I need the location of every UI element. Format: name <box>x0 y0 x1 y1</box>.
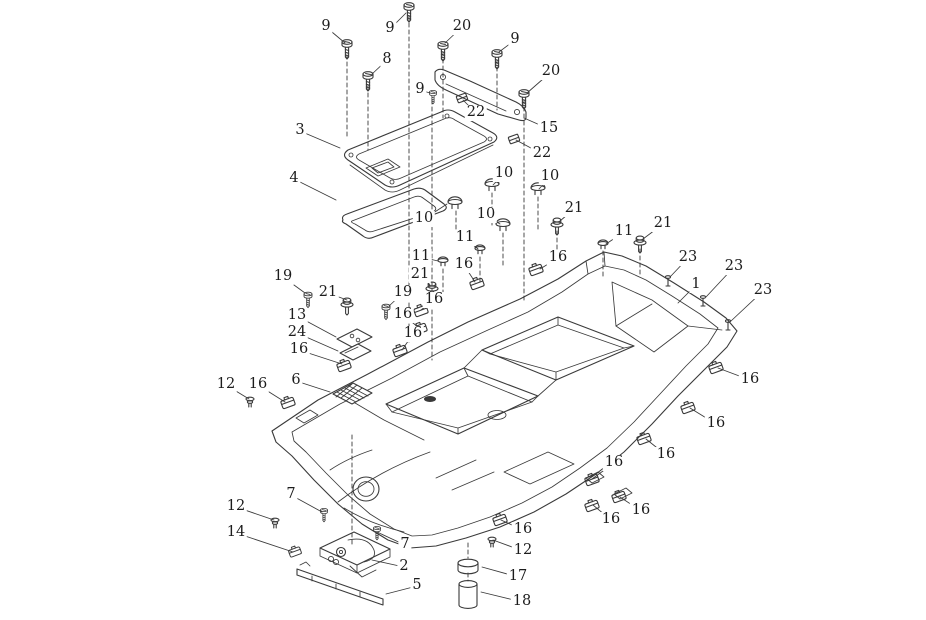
callout-label-24-34: 24 <box>285 324 309 341</box>
callout-label-9-0: 9 <box>319 18 333 35</box>
callout-label-9-6: 9 <box>413 81 427 98</box>
callout-label-9-1: 9 <box>383 20 397 37</box>
callout-label-16-41: 16 <box>704 415 728 432</box>
callout-label-18-55: 18 <box>510 593 534 610</box>
rail-part <box>296 561 384 606</box>
plate-parts <box>336 328 373 361</box>
callout-label-8-4: 8 <box>380 51 394 68</box>
lid-part <box>343 109 498 193</box>
callout-label-16-35: 16 <box>401 325 425 342</box>
callout-label-10-13: 10 <box>538 168 562 185</box>
callout-label-20-2: 20 <box>450 18 474 35</box>
callout-label-21-14: 21 <box>562 200 586 217</box>
mesh-part <box>332 382 373 405</box>
callout-label-22-7: 22 <box>464 104 488 121</box>
callout-label-23-24: 23 <box>676 249 700 266</box>
callout-label-21-23: 21 <box>408 266 432 283</box>
callout-label-9-3: 9 <box>508 31 522 48</box>
callout-label-10-16: 10 <box>474 206 498 223</box>
callout-label-19-30: 19 <box>391 284 415 301</box>
cup-parts <box>457 558 479 609</box>
callout-label-16-45: 16 <box>599 511 623 528</box>
callout-label-11-18: 11 <box>409 248 433 265</box>
callout-label-1-26: 1 <box>689 276 703 293</box>
callout-label-20-5: 20 <box>539 63 563 80</box>
callout-label-16-31: 16 <box>422 291 446 308</box>
callout-label-6-37: 6 <box>289 372 303 389</box>
latch-part <box>319 531 391 578</box>
callout-label-5-53: 5 <box>410 577 424 594</box>
callout-label-22-10: 22 <box>530 145 554 162</box>
callout-label-12-47: 12 <box>224 498 248 515</box>
callout-label-13-32: 13 <box>285 307 309 324</box>
callout-leader <box>299 130 341 149</box>
callout-label-16-36: 16 <box>287 341 311 358</box>
callout-label-23-27: 23 <box>751 282 775 299</box>
main-body-part <box>271 251 738 549</box>
callout-label-19-28: 19 <box>271 268 295 285</box>
callout-label-3-9: 3 <box>293 122 307 139</box>
callout-label-12-38: 12 <box>214 376 238 393</box>
callout-label-16-40: 16 <box>738 371 762 388</box>
callout-label-16-21: 16 <box>546 249 570 266</box>
bracket-part <box>434 68 527 122</box>
callout-label-16-22: 16 <box>452 256 476 273</box>
callout-label-7-46: 7 <box>284 486 298 503</box>
callout-label-21-20: 21 <box>651 215 675 232</box>
callout-label-4-11: 4 <box>287 170 301 187</box>
callout-label-12-52: 12 <box>511 542 535 559</box>
callout-label-10-12: 10 <box>492 165 516 182</box>
callout-label-16-42: 16 <box>654 446 678 463</box>
callout-label-2-50: 2 <box>397 558 411 575</box>
callout-label-14-48: 14 <box>224 524 248 541</box>
callout-label-15-8: 15 <box>537 120 561 137</box>
callout-label-16-33: 16 <box>391 306 415 323</box>
callout-label-23-25: 23 <box>722 258 746 275</box>
callout-label-7-49: 7 <box>398 536 412 553</box>
callout-label-16-39: 16 <box>246 376 270 393</box>
callout-label-16-51: 16 <box>511 521 535 538</box>
callout-label-16-44: 16 <box>629 502 653 519</box>
callout-label-11-17: 11 <box>453 229 477 246</box>
callout-label-16-43: 16 <box>602 454 626 471</box>
callout-label-10-15: 10 <box>412 210 436 227</box>
callout-label-11-19: 11 <box>612 223 636 240</box>
callout-leader <box>293 178 337 201</box>
callout-label-17-54: 17 <box>506 568 530 585</box>
callout-label-21-29: 21 <box>316 284 340 301</box>
